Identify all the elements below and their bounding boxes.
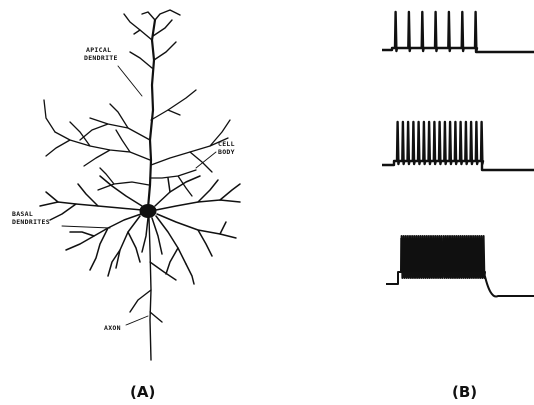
label-axon: AXON bbox=[104, 324, 121, 332]
basal-dendrites bbox=[40, 176, 240, 284]
cell-body bbox=[140, 205, 156, 218]
trace-2-line bbox=[382, 122, 534, 170]
label-apical-line2: DENDRITE bbox=[84, 54, 118, 62]
trace-1 bbox=[382, 12, 534, 52]
trace-1-line bbox=[382, 12, 534, 52]
neuron-drawing bbox=[40, 10, 240, 360]
label-cell-line1: CELL bbox=[218, 140, 235, 148]
caption-panel-b: (B) bbox=[452, 383, 477, 401]
label-apical-line1: APICAL bbox=[86, 46, 111, 54]
axon bbox=[130, 218, 176, 360]
label-cell-line2: BODY bbox=[218, 148, 235, 156]
trace-3-burst-fill bbox=[400, 238, 482, 272]
trace-3 bbox=[386, 236, 534, 297]
oblique-dendrites bbox=[44, 90, 230, 196]
leader-lines bbox=[62, 66, 216, 325]
caption-panel-a: (A) bbox=[130, 383, 155, 401]
trace-2 bbox=[382, 122, 534, 170]
neuron-labels: APICAL DENDRITE CELL BODY BASAL DENDRITE… bbox=[12, 46, 235, 332]
voltage-traces bbox=[382, 12, 534, 297]
apical-dendrite bbox=[148, 20, 155, 208]
label-basal-line1: BASAL bbox=[12, 210, 33, 218]
label-basal-line2: DENDRITES bbox=[12, 218, 50, 226]
